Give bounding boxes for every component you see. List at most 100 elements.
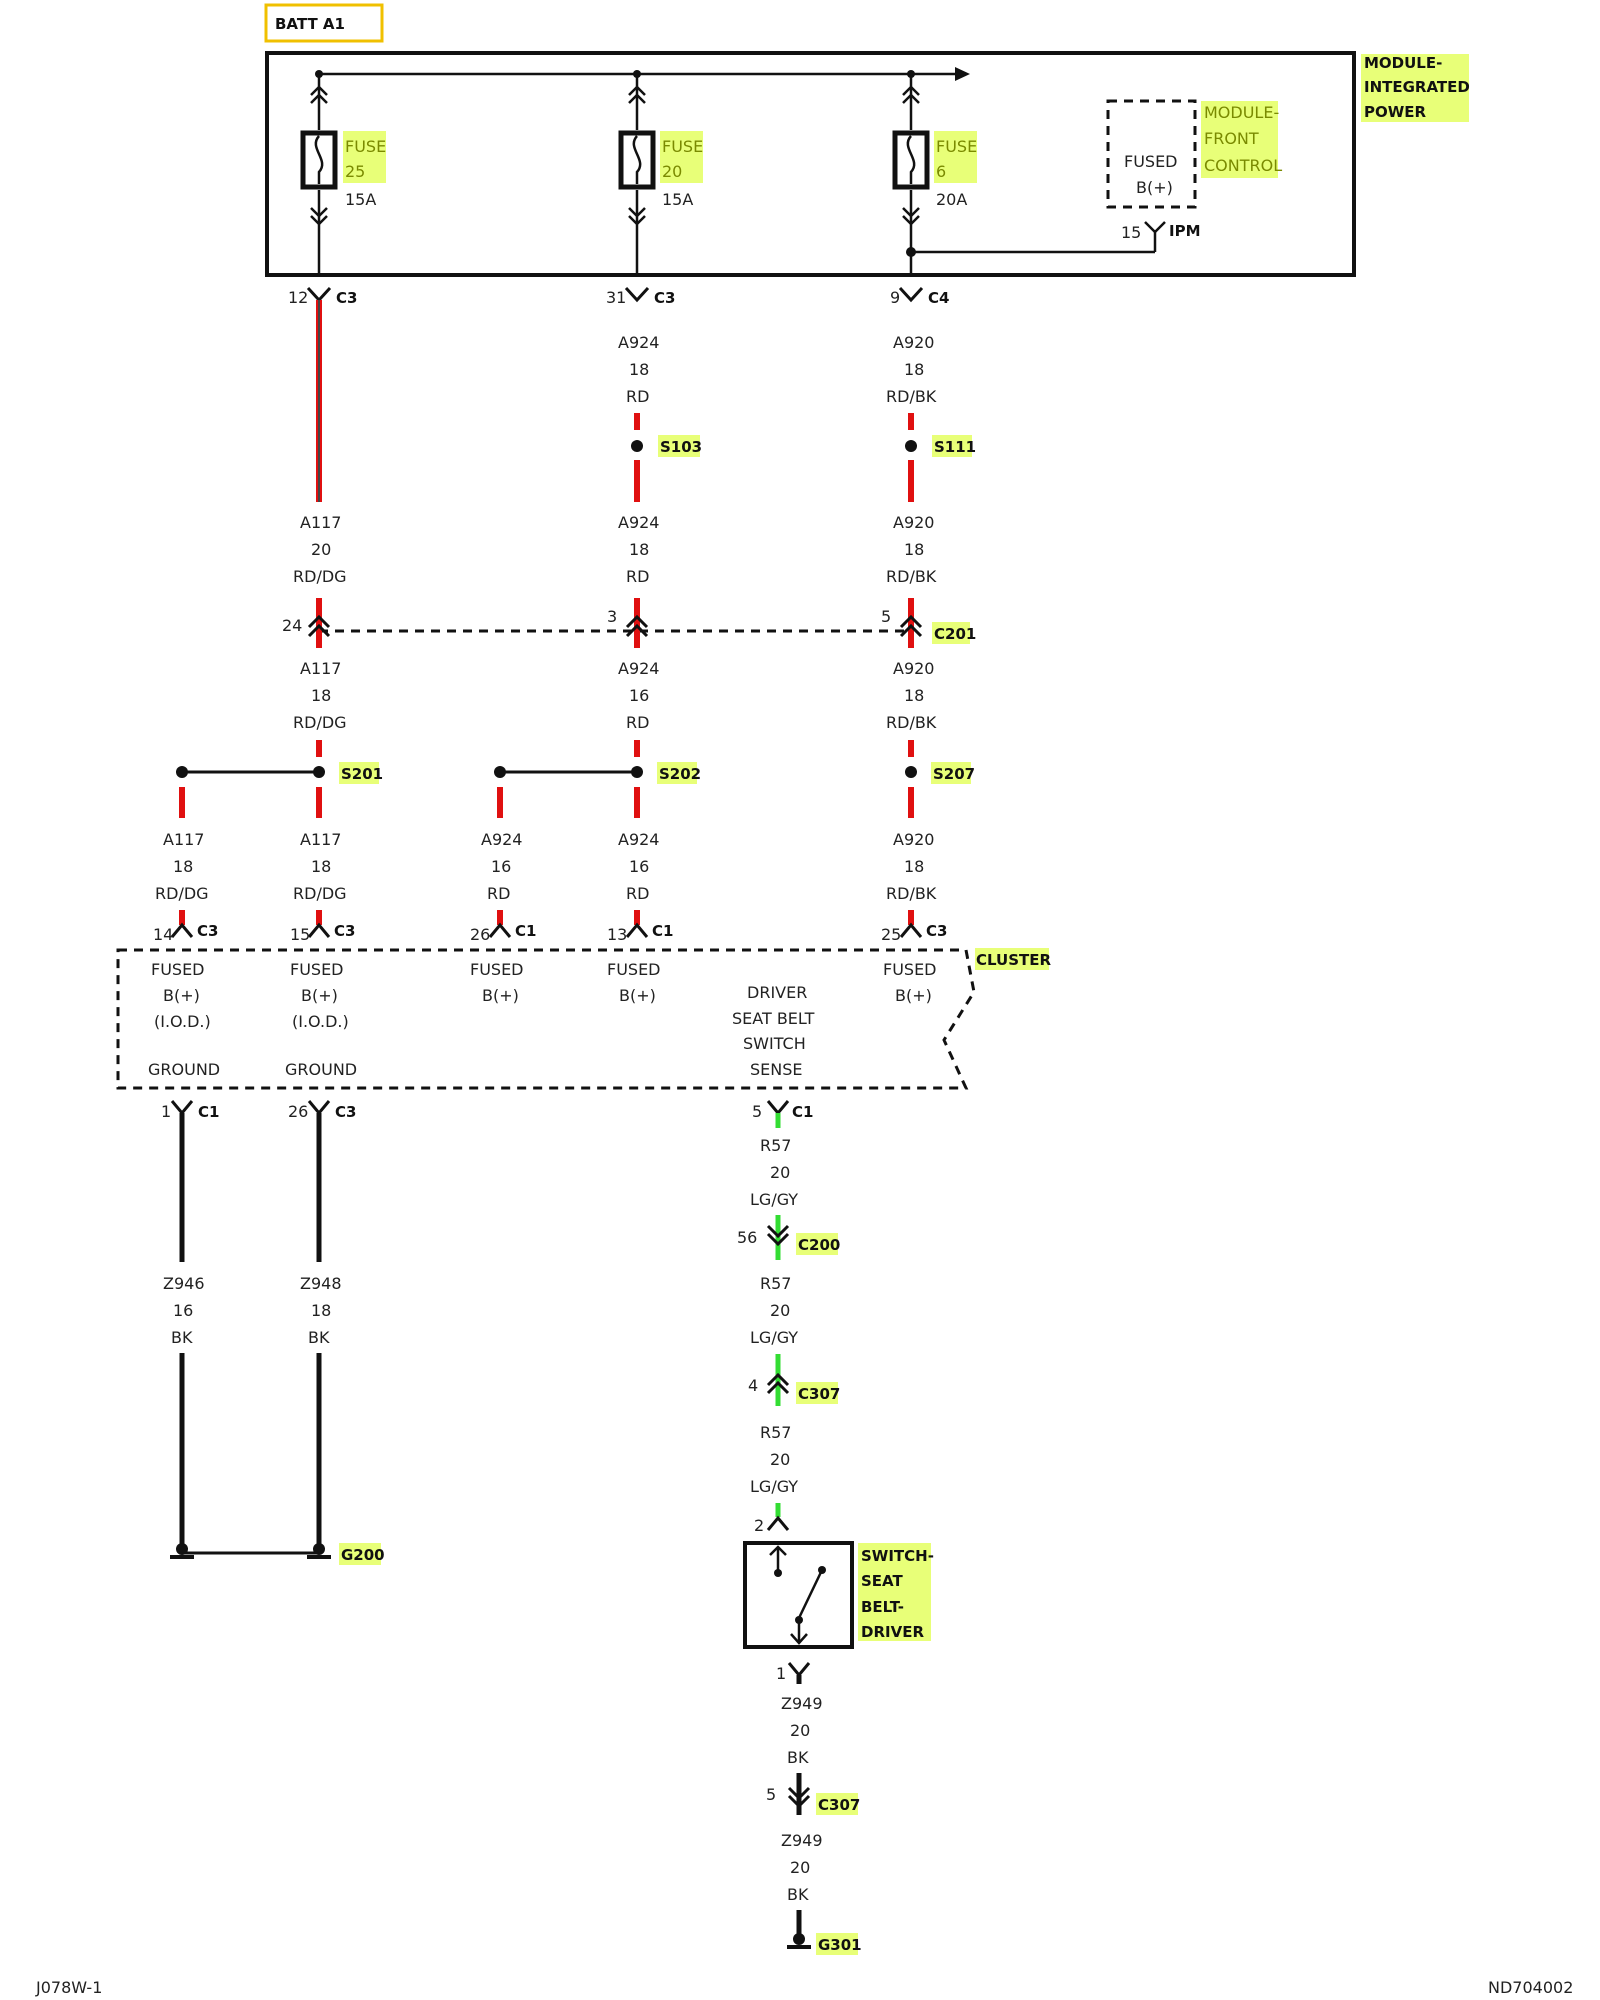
- br4-gauge: 16: [629, 857, 649, 876]
- col3-top-color: RD/BK: [886, 387, 937, 406]
- gnd1-circuit: Z946: [163, 1274, 205, 1293]
- switch-contact: [769, 1545, 826, 1645]
- ipm-label-line3: POWER: [1364, 103, 1427, 121]
- footer-right-code: ND704002: [1488, 1978, 1573, 1997]
- br1-gauge: 18: [173, 857, 193, 876]
- splice-s207: [905, 766, 917, 778]
- cluster-in3-line2: B(+): [482, 986, 519, 1005]
- g301-ground: [787, 1933, 811, 1949]
- top-pin-2-conn: C3: [654, 289, 675, 307]
- top-pin-3: [898, 286, 924, 303]
- c201-pin-3: 3: [607, 607, 617, 626]
- cluster-ground-1: GROUND: [148, 1060, 220, 1079]
- br3-gauge: 16: [491, 857, 511, 876]
- c307-connector-b: [787, 1773, 811, 1815]
- sense2-circuit: R57: [760, 1274, 791, 1293]
- col2-low-color: RD: [626, 713, 649, 732]
- cluster-pin-14-conn: C3: [197, 922, 218, 940]
- fuse-20-number: 20: [662, 162, 682, 181]
- cluster-in3-line1: FUSED: [470, 960, 524, 979]
- fuse-6: [892, 74, 1166, 275]
- cluster-out-pin-3: [766, 1100, 790, 1116]
- c201-pin-col2: [625, 598, 649, 648]
- cluster-pin-13: 13: [607, 925, 627, 944]
- cluster-pin-26-conn: C1: [515, 922, 536, 940]
- cluster-out-pin-2-conn: C3: [335, 1103, 356, 1121]
- fcm-label-line1: MODULE-: [1204, 103, 1279, 122]
- cluster-label: CLUSTER: [976, 951, 1051, 969]
- cluster-box: [116, 948, 976, 1090]
- ipm-tag: IPM: [1169, 222, 1201, 240]
- fuse-20-word: FUSE: [662, 137, 703, 156]
- batt-label: BATT A1: [275, 15, 345, 33]
- splice-s103: [631, 440, 643, 452]
- cluster-in5-line2: B(+): [895, 986, 932, 1005]
- c201-label: C201: [934, 625, 976, 643]
- c200-highlight: [796, 1233, 838, 1255]
- fuse-20-highlight: [660, 131, 703, 183]
- fuse-6-amp: 20A: [936, 190, 967, 209]
- br2-gauge: 18: [311, 857, 331, 876]
- s103-highlight: [658, 435, 700, 457]
- c307b-label: C307: [818, 1796, 860, 1814]
- top-pin-3-conn: C4: [928, 289, 949, 307]
- br5-circuit: A920: [893, 830, 934, 849]
- s202-end: [494, 766, 506, 778]
- cluster-sense-line1: DRIVER: [747, 983, 807, 1002]
- fcm-label-line2: FRONT: [1204, 129, 1259, 148]
- cluster-pin-26: 26: [470, 925, 490, 944]
- top-pin-2: [624, 286, 650, 303]
- c307b-highlight: [816, 1793, 858, 1815]
- g200-label: G200: [341, 1546, 385, 1564]
- col3-mid-circuit: A920: [893, 513, 934, 532]
- g200-highlight: [339, 1543, 381, 1565]
- col1-mid-circuit: A117: [300, 513, 341, 532]
- col2-top-circuit: A924: [618, 333, 659, 352]
- g301-highlight: [816, 1933, 858, 1955]
- c200-label: C200: [798, 1236, 840, 1254]
- sense3-color: LG/GY: [750, 1477, 798, 1496]
- cluster-sense-line4: SENSE: [750, 1060, 803, 1079]
- cluster-sense-line3: SWITCH: [743, 1034, 806, 1053]
- fuse-25: [300, 74, 338, 275]
- sw1-gauge: 20: [790, 1721, 810, 1740]
- col3-top-gauge: 18: [904, 360, 924, 379]
- cluster-pin-13-conn: C1: [652, 922, 673, 940]
- fcm-fused: FUSED: [1124, 152, 1178, 171]
- c307a-pin: 4: [748, 1376, 758, 1395]
- fuse-20-amp: 15A: [662, 190, 693, 209]
- br3-circuit: A924: [481, 830, 522, 849]
- fuse-6-highlight: [934, 131, 977, 183]
- col2-top-gauge: 18: [629, 360, 649, 379]
- col2-low-circuit: A924: [618, 659, 659, 678]
- cluster-in-pin-5: [899, 910, 923, 938]
- splice-s111: [905, 440, 917, 452]
- ipm-label-line2: INTEGRATED: [1364, 78, 1470, 96]
- g301-label: G301: [818, 1936, 862, 1954]
- g200-ground-2: [307, 1543, 331, 1559]
- cluster-out-pin-1-num: 1: [161, 1102, 171, 1121]
- cluster-in5-line1: FUSED: [883, 960, 937, 979]
- cluster-out-pin-2: [307, 1100, 331, 1116]
- col2-mid-color: RD: [626, 567, 649, 586]
- cluster-in1-line1: FUSED: [151, 960, 205, 979]
- switch-bottom-pin: [787, 1662, 811, 1684]
- splice-s202: [631, 766, 643, 778]
- sw1-color: BK: [787, 1748, 809, 1767]
- ipm-module-box: [265, 51, 1356, 277]
- cluster-in-pin-3: [488, 910, 512, 938]
- footer-left-code: J078W-1: [35, 1978, 102, 1997]
- sense3-circuit: R57: [760, 1423, 791, 1442]
- top-pin-2-num: 31: [606, 288, 626, 307]
- cluster-in4-line1: FUSED: [607, 960, 661, 979]
- cluster-out-pin-3-conn: C1: [792, 1103, 813, 1121]
- s103-label: S103: [660, 438, 702, 456]
- switch-label-line2: SEAT: [861, 1572, 903, 1590]
- cluster-out-pin-3-num: 5: [752, 1102, 762, 1121]
- gnd1-gauge: 16: [173, 1301, 193, 1320]
- col3-low-gauge: 18: [904, 686, 924, 705]
- s207-label: S207: [933, 765, 975, 783]
- col1-low-circuit: A117: [300, 659, 341, 678]
- br1-circuit: A117: [163, 830, 204, 849]
